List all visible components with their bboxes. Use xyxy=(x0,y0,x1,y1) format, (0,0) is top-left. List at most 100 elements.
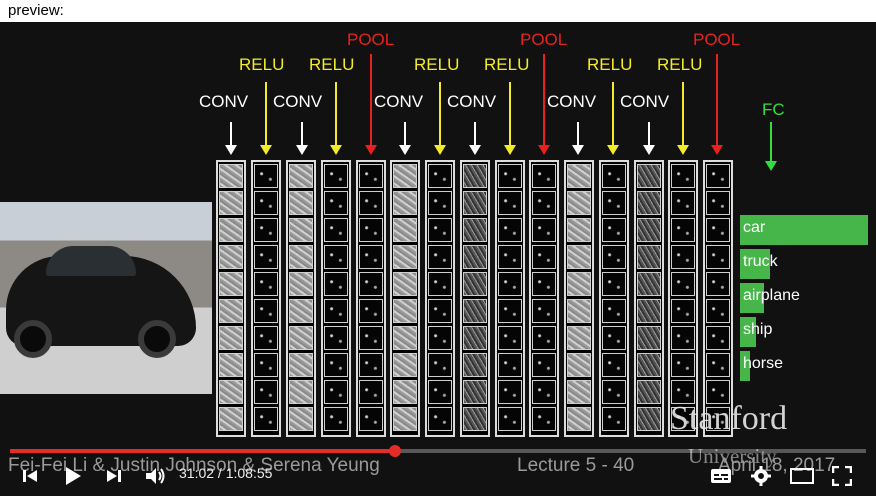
activation-map xyxy=(289,407,313,431)
activation-map xyxy=(254,299,278,323)
pool-label-1: POOL xyxy=(347,30,395,49)
activation-map xyxy=(254,218,278,242)
activation-map xyxy=(567,272,591,296)
settings-icon[interactable] xyxy=(748,463,774,489)
activation-map xyxy=(498,299,522,323)
seek-bar[interactable] xyxy=(10,445,866,457)
activation-map xyxy=(498,272,522,296)
seek-handle[interactable] xyxy=(389,445,402,457)
conv-label-6: CONV xyxy=(620,92,670,111)
next-icon[interactable] xyxy=(102,464,126,488)
conv-label-5: CONV xyxy=(547,92,597,111)
activation-map xyxy=(637,380,661,404)
activation-map xyxy=(289,353,313,377)
activation-map xyxy=(289,245,313,269)
activation-map xyxy=(289,380,313,404)
activation-map xyxy=(567,191,591,215)
activation-map xyxy=(324,164,348,188)
preview-bar: preview: xyxy=(0,0,876,22)
activation-map xyxy=(254,245,278,269)
conv-arrow-5 xyxy=(572,122,584,155)
relu-label-1: RELU xyxy=(239,55,285,74)
relu-arrow-5 xyxy=(607,82,619,155)
activation-map xyxy=(671,272,695,296)
conv-arrow-4 xyxy=(469,122,481,155)
stanford-watermark: Stanford xyxy=(670,400,788,437)
pool-label-3: POOL xyxy=(693,30,741,49)
relu-arrow-1 xyxy=(260,82,272,155)
activation-map xyxy=(637,218,661,242)
conv-arrow-6 xyxy=(643,122,655,155)
relu-arrow-4 xyxy=(504,82,516,155)
pool-label-2: POOL xyxy=(520,30,568,49)
activation-map xyxy=(706,191,730,215)
activation-map xyxy=(567,380,591,404)
activation-map xyxy=(219,218,243,242)
pool-arrow-3 xyxy=(711,54,723,155)
time-separator: / xyxy=(214,465,226,481)
activation-map xyxy=(602,353,626,377)
university-watermark: University xyxy=(688,444,777,468)
activation-map xyxy=(498,353,522,377)
subtitles-icon[interactable] xyxy=(708,464,734,488)
relu-label-5: RELU xyxy=(587,55,633,74)
activation-map xyxy=(567,326,591,350)
activation-map xyxy=(219,407,243,431)
relu-label-4: RELU xyxy=(484,55,530,74)
video-frame[interactable]: POOL POOL POOL RELU RELU RELU RELU RELU … xyxy=(0,22,876,496)
activation-map xyxy=(393,407,417,431)
activation-map xyxy=(324,353,348,377)
activation-map xyxy=(671,353,695,377)
activation-map xyxy=(532,164,556,188)
activation-map xyxy=(359,191,383,215)
play-icon[interactable] xyxy=(58,462,86,490)
fullscreen-icon[interactable] xyxy=(830,464,854,488)
relu-arrow-2 xyxy=(330,82,342,155)
class-bar-ship xyxy=(740,317,756,347)
activation-map xyxy=(463,326,487,350)
fc-arrow xyxy=(765,122,777,171)
activation-map xyxy=(637,353,661,377)
activation-map xyxy=(393,380,417,404)
activation-column xyxy=(529,160,559,437)
activation-map xyxy=(324,191,348,215)
pool-arrow-2 xyxy=(538,54,550,155)
activation-column xyxy=(668,160,698,437)
activation-map xyxy=(671,407,695,431)
activation-map xyxy=(428,245,452,269)
seek-bar-played xyxy=(10,449,396,453)
class-label-ship: ship xyxy=(743,321,773,338)
volume-icon[interactable] xyxy=(142,463,168,489)
activation-map xyxy=(219,380,243,404)
activation-map xyxy=(602,326,626,350)
class-bar-horse xyxy=(740,351,750,381)
activation-map xyxy=(289,164,313,188)
activation-map xyxy=(602,164,626,188)
activation-map xyxy=(602,299,626,323)
activation-map xyxy=(637,191,661,215)
class-label-truck: truck xyxy=(743,253,778,270)
activation-map xyxy=(706,353,730,377)
activation-map xyxy=(359,326,383,350)
activation-map xyxy=(706,218,730,242)
activation-map xyxy=(498,326,522,350)
theater-mode-icon[interactable] xyxy=(788,464,816,488)
activation-column xyxy=(251,160,281,437)
previous-icon[interactable] xyxy=(18,464,42,488)
activation-map xyxy=(567,353,591,377)
activation-map xyxy=(428,380,452,404)
activation-map xyxy=(463,191,487,215)
activation-map xyxy=(637,326,661,350)
activation-map xyxy=(428,407,452,431)
class-bar-car xyxy=(740,215,868,245)
activation-map xyxy=(289,191,313,215)
activation-map xyxy=(671,218,695,242)
activation-map xyxy=(219,191,243,215)
conv-arrow-1 xyxy=(225,122,237,155)
activation-map xyxy=(393,218,417,242)
activation-map xyxy=(324,299,348,323)
activation-map xyxy=(706,272,730,296)
activation-map xyxy=(498,164,522,188)
activation-map xyxy=(706,326,730,350)
activation-map xyxy=(706,380,730,404)
